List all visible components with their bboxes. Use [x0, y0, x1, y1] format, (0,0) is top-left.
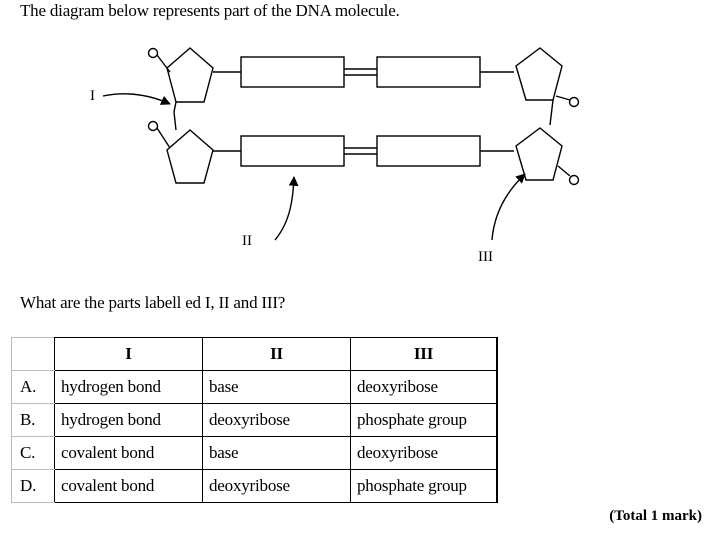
header-i: I — [54, 337, 203, 371]
left-bottom-phosphate-link — [156, 127, 171, 149]
right-top-phosphate-link — [555, 95, 571, 101]
label-i: I — [90, 88, 95, 104]
header-ii: II — [202, 337, 351, 371]
right-top-sugar — [515, 47, 563, 101]
option-letter: D. — [11, 469, 55, 503]
arrow-ii — [274, 176, 299, 241]
option-cell-i: covalent bond — [54, 469, 203, 503]
option-cell-i: hydrogen bond — [54, 403, 203, 437]
intro-text: The diagram below represents part of the… — [20, 1, 400, 20]
right-bottom-phosphate-link — [557, 165, 571, 177]
option-letter: A. — [11, 370, 55, 404]
left-sugar-connector — [173, 101, 177, 113]
question-text: What are the parts labell ed I, II and I… — [20, 293, 286, 312]
label-iii: III — [478, 249, 493, 265]
right-sugar-connector — [549, 99, 554, 126]
option-cell-iii: deoxyribose — [350, 436, 498, 470]
option-cell-iii: deoxyribose — [350, 370, 498, 404]
option-cell-ii: deoxyribose — [202, 469, 351, 503]
option-cell-ii: deoxyribose — [202, 403, 351, 437]
arrow-i — [102, 93, 171, 105]
table-header-row: I II III — [11, 337, 498, 371]
right-bottom-sugar — [515, 127, 563, 181]
arrow-iii — [491, 173, 526, 241]
option-row-c[interactable]: C. covalent bond base deoxyribose — [11, 436, 498, 470]
bottom-left-base — [240, 135, 345, 167]
right-top-phosphate — [568, 96, 580, 108]
option-cell-i: hydrogen bond — [54, 370, 203, 404]
option-row-a[interactable]: A. hydrogen bond base deoxyribose — [11, 370, 498, 404]
option-letter: C. — [11, 436, 55, 470]
right-bottom-phosphate — [568, 174, 580, 186]
total-mark: (Total 1 mark) — [609, 508, 702, 524]
left-top-phosphate — [147, 47, 159, 59]
left-top-sugar — [166, 47, 214, 103]
corner-cell — [11, 337, 55, 371]
bottom-right-base — [376, 135, 481, 167]
option-letter: B. — [11, 403, 55, 437]
dna-diagram: I II III — [90, 47, 580, 265]
option-row-b[interactable]: B. hydrogen bond deoxyribose phosphate g… — [11, 403, 498, 437]
header-iii: III — [350, 337, 498, 371]
option-cell-i: covalent bond — [54, 436, 203, 470]
left-top-phosphate-link — [156, 54, 171, 73]
option-cell-iii: phosphate group — [350, 469, 498, 503]
top-right-base — [376, 56, 481, 88]
left-bottom-sugar — [166, 129, 214, 184]
left-bottom-phosphate — [147, 120, 159, 132]
option-cell-ii: base — [202, 370, 351, 404]
top-left-base — [240, 56, 345, 88]
label-ii: II — [242, 233, 252, 249]
option-cell-ii: base — [202, 436, 351, 470]
option-row-d[interactable]: D. covalent bond deoxyribose phosphate g… — [11, 469, 498, 503]
option-cell-iii: phosphate group — [350, 403, 498, 437]
answer-options-table: I II III A. hydrogen bond base deoxyribo… — [11, 337, 498, 503]
